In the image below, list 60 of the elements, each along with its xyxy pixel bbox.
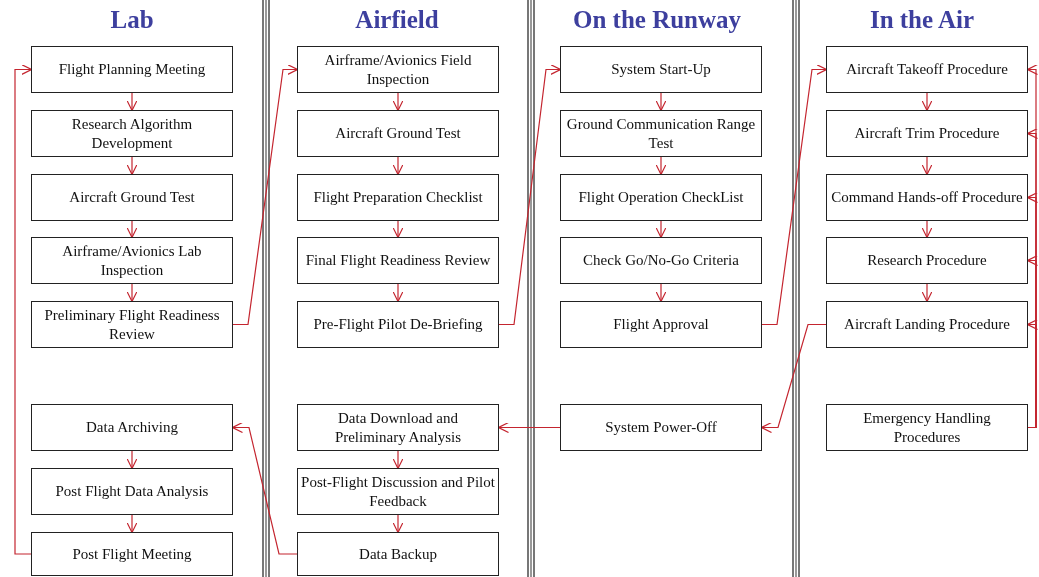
arrow xyxy=(392,156,404,176)
process-box: Aircraft Trim Procedure xyxy=(826,110,1028,157)
arrow xyxy=(126,92,138,112)
process-box: Aircraft Ground Test xyxy=(31,174,233,221)
process-box: Emergency Handling Procedures xyxy=(826,404,1028,451)
arrow xyxy=(760,323,827,434)
process-box: Data Archiving xyxy=(31,404,233,451)
process-box: System Power-Off xyxy=(560,404,762,451)
arrow xyxy=(392,283,404,303)
process-box: Flight Operation CheckList xyxy=(560,174,762,221)
process-box: Check Go/No-Go Criteria xyxy=(560,237,762,284)
arrow xyxy=(1026,318,1039,429)
arrow xyxy=(498,63,562,326)
arrow xyxy=(232,63,299,326)
arrow xyxy=(655,92,667,112)
process-box: Data Backup xyxy=(297,532,499,576)
process-box: System Start-Up xyxy=(560,46,762,93)
arrow xyxy=(921,283,933,303)
process-box: Research Algorithm Development xyxy=(31,110,233,157)
lane-title: Lab xyxy=(109,6,155,34)
process-box: Post Flight Meeting xyxy=(31,532,233,576)
arrow xyxy=(497,421,561,434)
process-box: Final Flight Readiness Review xyxy=(297,237,499,284)
arrow xyxy=(655,220,667,239)
arrow xyxy=(231,421,298,555)
arrow xyxy=(392,514,404,534)
arrow xyxy=(392,220,404,239)
lane-title: Airfield xyxy=(354,6,440,34)
process-box: Post-Flight Discussion and Pilot Feedback xyxy=(297,468,499,515)
arrow xyxy=(392,450,404,470)
arrow xyxy=(655,283,667,303)
arrow xyxy=(126,283,138,303)
arrow xyxy=(761,63,828,326)
process-box: Flight Preparation Checklist xyxy=(297,174,499,221)
process-box: Airframe/Avionics Field Inspection xyxy=(297,46,499,93)
process-box: Command Hands-off Procedure xyxy=(826,174,1028,221)
arrow xyxy=(126,156,138,176)
arrow xyxy=(655,156,667,176)
arrow xyxy=(921,220,933,239)
arrow xyxy=(921,92,933,112)
arrow xyxy=(14,63,33,555)
lane-title: In the Air xyxy=(868,6,976,34)
process-box: Aircraft Ground Test xyxy=(297,110,499,157)
arrow xyxy=(392,92,404,112)
arrow xyxy=(126,220,138,239)
process-box: Research Procedure xyxy=(826,237,1028,284)
arrow xyxy=(126,514,138,534)
process-box: Post Flight Data Analysis xyxy=(31,468,233,515)
process-box: Ground Communication Range Test xyxy=(560,110,762,157)
process-box: Flight Planning Meeting xyxy=(31,46,233,93)
process-box: Pre-Flight Pilot De-Briefing xyxy=(297,301,499,348)
process-box: Aircraft Takeoff Procedure xyxy=(826,46,1028,93)
lane-title: On the Runway xyxy=(571,6,743,34)
process-box: Airframe/Avionics Lab Inspection xyxy=(31,237,233,284)
arrow xyxy=(921,156,933,176)
process-box: Preliminary Flight Readiness Review xyxy=(31,301,233,348)
process-box: Data Download and Preliminary Analysis xyxy=(297,404,499,451)
process-box: Aircraft Landing Procedure xyxy=(826,301,1028,348)
process-box: Flight Approval xyxy=(560,301,762,348)
arrow xyxy=(126,450,138,470)
